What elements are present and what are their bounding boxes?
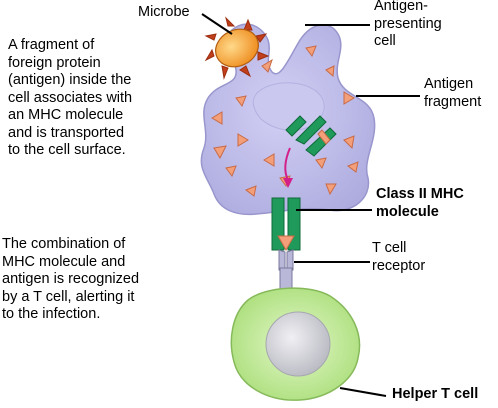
description-top-line: to the cell surface. [8,142,126,158]
label-antigen-fragment-line: fragment [424,93,482,110]
antigen-fragments [211,45,359,197]
description-bottom-line: MHC molecule and [2,253,126,270]
description-top-line: an MHC molecule [8,107,124,123]
label-microbe: Microbe [138,4,190,20]
label-antigen-fragment-line: Antigen [424,76,474,92]
t-cell-nucleus [265,311,331,377]
label-class-ii-mhc: Class II MHC molecule [376,186,464,221]
label-t-cell-receptor: T cell receptor [372,240,425,275]
label-tcr-line: receptor [372,257,426,274]
description-bottom-line: The combination of [2,236,126,252]
description-top-line: (antigen) inside the [8,72,132,88]
mhc-molecule-internal [285,115,337,157]
label-apc-line: cell [374,33,396,49]
label-apc-line: Antigen- [374,0,429,14]
label-mhc-line: molecule [376,203,439,220]
label-apc-line: presenting [374,15,442,32]
description-top-line: foreign protein [8,54,101,71]
description-top-line: cell associates with [8,89,133,106]
label-tcr-line: T cell [372,240,407,256]
leader-lines [201,13,420,397]
t-cell-receptor [278,249,294,293]
label-helper-t-cell: Helper T cell [392,386,479,402]
description-bottom-line: to the infection. [2,306,101,322]
label-mhc-line: Class II MHC [376,186,464,202]
description-top-line: and is transported [8,124,125,141]
description-bottom: The combination of MHC molecule and anti… [2,236,202,324]
description-bottom-line: by a T cell, alerting it [2,288,135,305]
description-top-line: A fragment of [8,37,95,53]
transport-arrow [283,147,293,188]
description-bottom-line: antigen is recognized [2,271,140,287]
description-top: A fragment of foreign protein (antigen) … [8,37,198,160]
microbe [204,16,270,80]
label-antigen-presenting-cell: Antigen- presenting cell [374,0,442,51]
label-antigen-fragment: Antigen fragment [424,76,481,111]
